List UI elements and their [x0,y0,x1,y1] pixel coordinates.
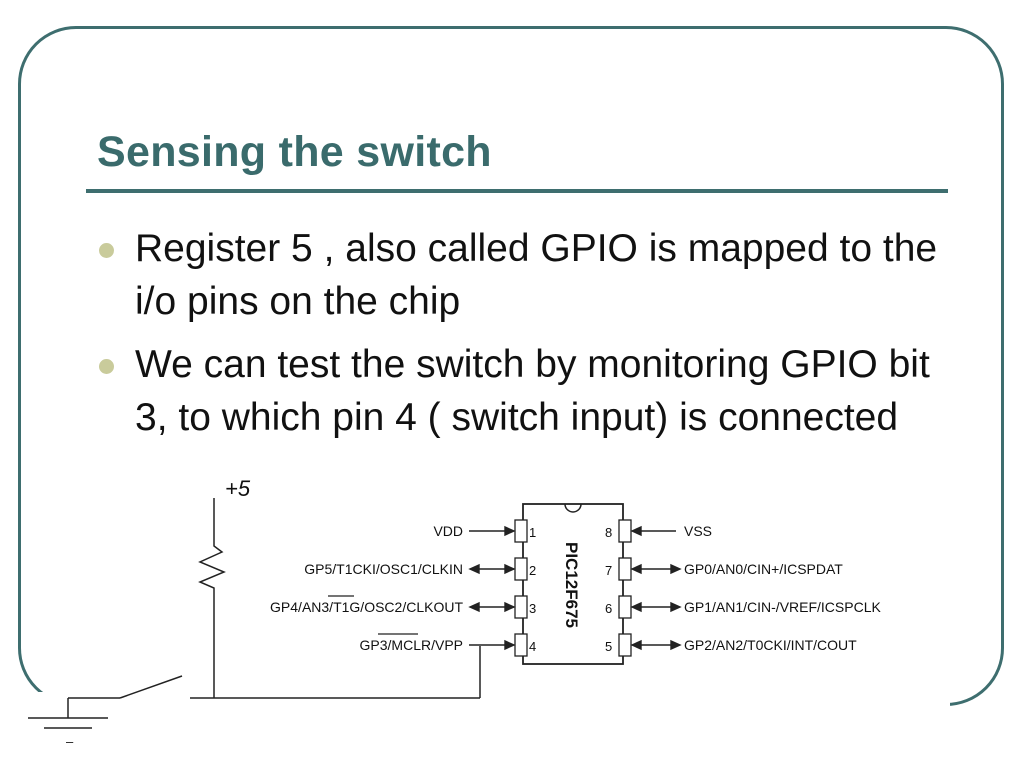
right-pin-5: 5 [605,633,632,657]
pin-label-vdd: VDD [433,523,463,539]
svg-text:6: 6 [605,601,612,616]
pin-arrows-right [630,525,682,651]
slide-title: Sensing the switch [97,128,492,176]
left-pin-2: 2 [514,557,536,581]
svg-text:7: 7 [605,563,612,578]
svg-text:8: 8 [605,525,612,540]
svg-text:5: 5 [605,639,612,654]
svg-text:2: 2 [529,563,536,578]
pin-label-gp4: GP4/AN3/T1G/OSC2/CLKOUT [270,599,463,615]
bullet-dot-icon [99,359,114,374]
supply-label: +5 [225,476,251,501]
pin-label-gp2: GP2/AN2/T0CKI/INT/COUT [684,637,857,653]
ground-icon [28,717,108,729]
pin-arrows-left [468,525,516,651]
svg-text:3: 3 [529,601,536,616]
chip-body [522,503,624,665]
switch-icon [119,675,183,699]
svg-text:4: 4 [529,639,536,654]
svg-text:1: 1 [529,525,536,540]
ground-mark: – [66,734,74,749]
pin-label-vss: VSS [684,523,712,539]
title-underline [86,189,948,193]
left-pin-1: 1 [514,519,536,543]
bullet-dot-icon [99,243,114,258]
switch-circuit-diagram: +5 – PIC12F675 1 2 3 4 8 7 6 [0,476,950,768]
resistor [198,498,226,698]
pin-label-gp0: GP0/AN0/CIN+/ICSPDAT [684,561,843,577]
chip-notch [564,503,582,513]
bullet-text: We can test the switch by monitoring GPI… [135,343,930,439]
chip-name: PIC12F675 [562,542,581,628]
pin-label-gp5: GP5/T1CKI/OSC1/CLKIN [304,561,463,577]
bullet-text: Register 5 , also called GPIO is mapped … [135,227,938,323]
pin-label-gp1: GP1/AN1/CIN-/VREF/ICSPCLK [684,599,881,615]
pin-label-gp3: GP3/MCLR/VPP [360,637,463,653]
